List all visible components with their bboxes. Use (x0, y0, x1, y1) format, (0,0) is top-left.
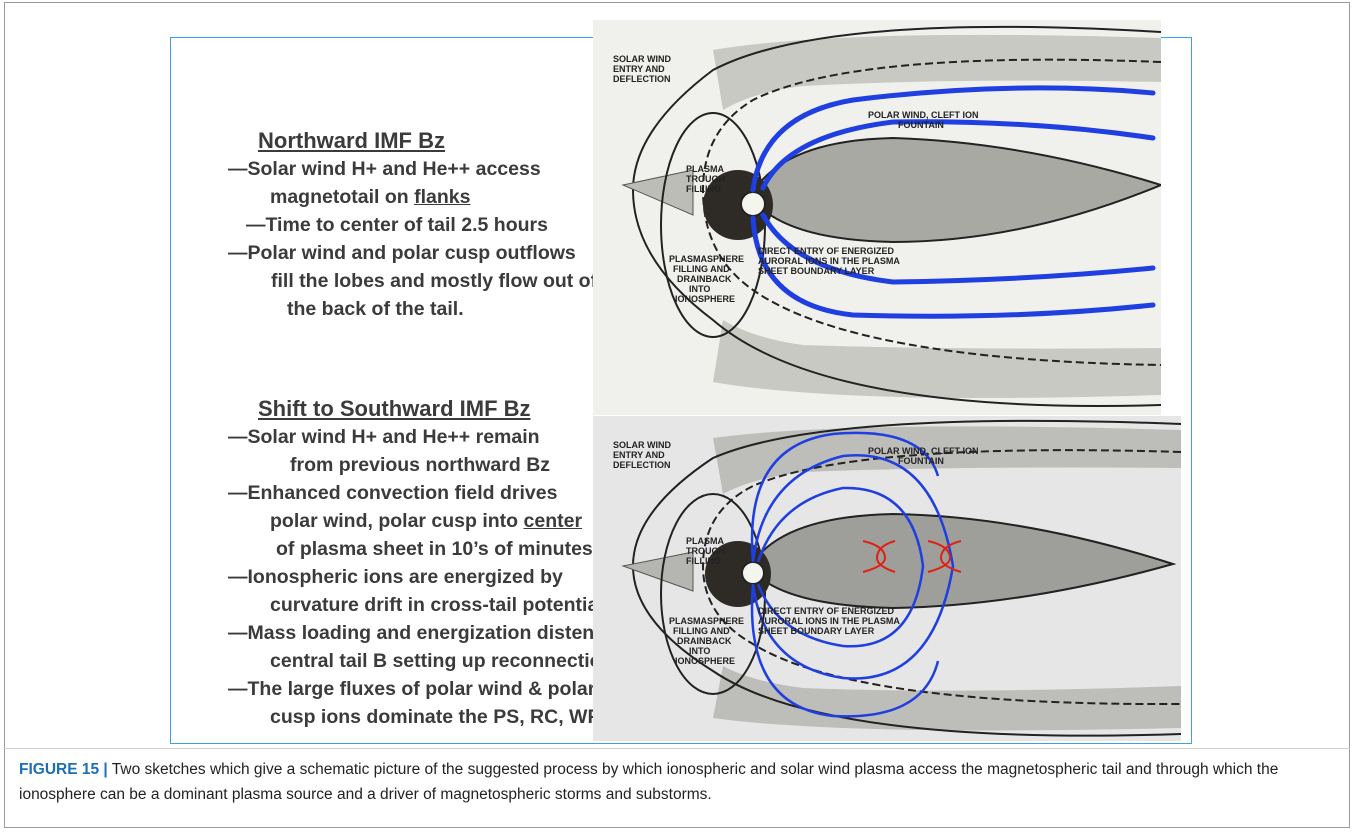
label-trough-2: TROUGH (686, 174, 725, 184)
label-sphere-5: IONOSPHERE (675, 294, 735, 304)
south-line-2: from previous northward Bz (290, 451, 615, 479)
south-line-9: central tail B setting up reconnection (270, 647, 615, 675)
southward-text: Shift to Southward IMF Bz —Solar wind H+… (228, 395, 615, 731)
south-line-5: of plasma sheet in 10’s of minutes (276, 535, 615, 563)
label-polar-wind-1: POLAR WIND, CLEFT ION (868, 446, 979, 456)
south-line-4-text: polar wind, polar cusp into (270, 510, 524, 532)
label-sphere-2: FILLING AND (673, 626, 730, 636)
south-line-3: —Enhanced convection field drives (228, 479, 615, 507)
caption-text: Two sketches which give a schematic pict… (19, 761, 1278, 803)
label-direct-1: DIRECT ENTRY OF ENERGIZED (758, 246, 895, 256)
north-line-3: —Time to center of tail 2.5 hours (246, 211, 597, 239)
label-polar-wind-1: POLAR WIND, CLEFT ION (868, 110, 979, 120)
south-line-11: cusp ions dominate the PS, RC, WPC (270, 703, 615, 731)
northward-heading: Northward IMF Bz (258, 127, 597, 155)
label-sphere-4: INTO (689, 284, 710, 294)
flanks-underlined: flanks (414, 186, 470, 208)
northward-text: Northward IMF Bz —Solar wind H+ and He++… (228, 127, 597, 323)
north-line-2: magnetotail on flanks (270, 183, 597, 211)
north-line-5: fill the lobes and mostly flow out of (271, 267, 597, 295)
figure-caption: FIGURE 15 | Two sketches which give a sc… (19, 757, 1335, 807)
northward-sketch: SOLAR WIND ENTRY AND DEFLECTION POLAR WI… (593, 20, 1161, 415)
label-solar-wind-3: DEFLECTION (613, 74, 671, 84)
label-trough-3: FILLING (686, 184, 721, 194)
label-direct-2: AURORAL IONS IN THE PLASMA (758, 256, 900, 266)
north-line-1: —Solar wind H+ and He++ access (228, 155, 597, 183)
north-line-6: the back of the tail. (287, 295, 597, 323)
label-solar-wind-1: SOLAR WIND (613, 440, 671, 450)
label-sphere-4: INTO (689, 646, 710, 656)
label-trough-2: TROUGH (686, 546, 725, 556)
north-line-2-text: magnetotail on (270, 186, 414, 208)
label-solar-wind-2: ENTRY AND (613, 64, 665, 74)
label-direct-2: AURORAL IONS IN THE PLASMA (758, 616, 900, 626)
south-line-10: —The large fluxes of polar wind & polar (228, 675, 615, 703)
southward-sketch: SOLAR WIND ENTRY AND DEFLECTION POLAR WI… (593, 416, 1181, 741)
south-line-6: —Ionospheric ions are energized by (228, 563, 615, 591)
label-solar-wind-1: SOLAR WIND (613, 54, 671, 64)
south-line-7: curvature drift in cross-tail potential (270, 591, 615, 619)
label-sphere-3: DRAINBACK (677, 636, 732, 646)
south-line-8: —Mass loading and energization distend (228, 619, 615, 647)
center-underlined: center (524, 510, 583, 532)
label-sphere-2: FILLING AND (673, 264, 730, 274)
label-direct-3: SHEET BOUNDARY LAYER (758, 266, 875, 276)
label-trough-1: PLASMA (686, 536, 725, 546)
label-sphere-5: IONOSPHERE (675, 656, 735, 666)
south-line-4: polar wind, polar cusp into center (270, 507, 615, 535)
label-sphere-1: PLASMASPHERE (669, 254, 744, 264)
southward-heading: Shift to Southward IMF Bz (258, 395, 615, 423)
caption-divider (4, 748, 1350, 749)
label-trough-1: PLASMA (686, 164, 725, 174)
label-sphere-3: DRAINBACK (677, 274, 732, 284)
label-direct-3: SHEET BOUNDARY LAYER (758, 626, 875, 636)
label-polar-wind-2: FOUNTAIN (898, 456, 944, 466)
south-line-1: —Solar wind H+ and He++ remain (228, 423, 615, 451)
label-polar-wind-2: FOUNTAIN (898, 120, 944, 130)
earth (741, 192, 765, 216)
label-solar-wind-2: ENTRY AND (613, 450, 665, 460)
earth (742, 562, 764, 584)
label-solar-wind-3: DEFLECTION (613, 460, 671, 470)
label-sphere-1: PLASMASPHERE (669, 616, 744, 626)
label-trough-3: FILLING (686, 556, 721, 566)
caption-label: FIGURE 15 | (19, 761, 108, 778)
label-direct-1: DIRECT ENTRY OF ENERGIZED (758, 606, 895, 616)
north-line-4: —Polar wind and polar cusp outflows (228, 239, 597, 267)
